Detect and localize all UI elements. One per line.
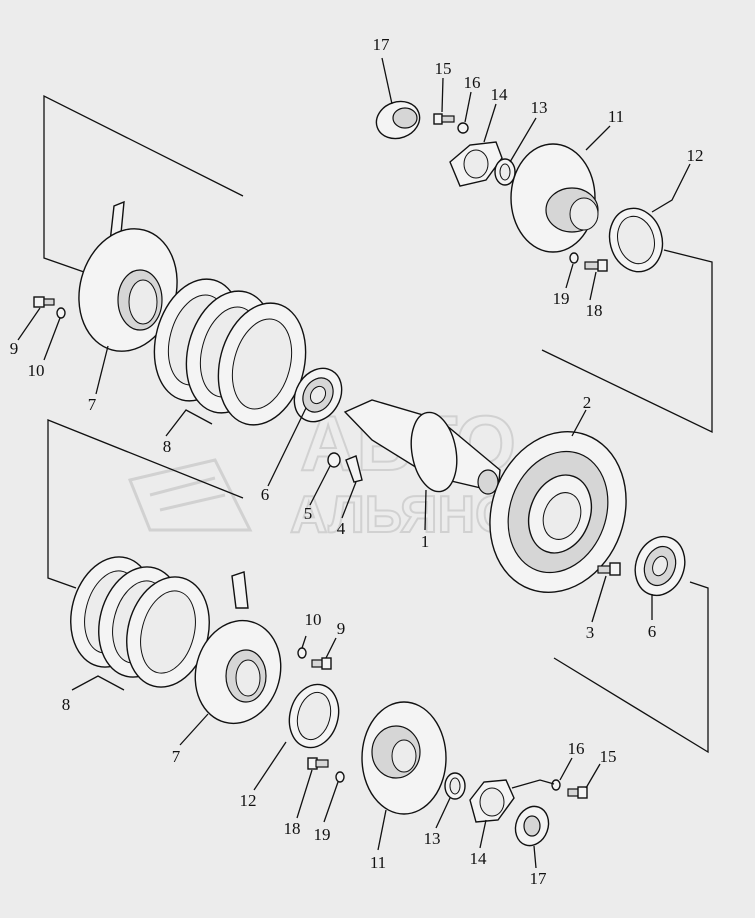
flange-hub-11-bottom (361, 701, 447, 815)
callout-19b: 19 (314, 825, 331, 844)
washer-10-left (56, 307, 66, 319)
gasket-14-bottom (469, 779, 515, 823)
bearing-cap-17-top (375, 100, 421, 140)
bearing-cap-17-bottom (514, 805, 550, 847)
callout-8b: 8 (62, 695, 71, 714)
callout-5: 5 (304, 504, 313, 523)
seal-ring-13-top (494, 158, 516, 186)
cage-7-bottom (194, 619, 282, 725)
callout-6: 6 (261, 485, 270, 504)
oil-seal-12-top (608, 207, 664, 273)
bolt-15-bottom (567, 786, 588, 799)
callout-16b: 16 (568, 739, 585, 758)
bearing-6-right (634, 535, 686, 597)
bolt-3 (597, 562, 621, 576)
callout-7b: 7 (172, 747, 181, 766)
seal-ring-13-bottom (444, 772, 466, 800)
bolt-9-bottom (311, 657, 332, 670)
washer-10-bottom (297, 647, 307, 659)
callout-16: 16 (464, 73, 481, 92)
callout-17b: 17 (530, 869, 548, 888)
flange-hub-11-top (510, 143, 599, 253)
assembly-bracket-lines (43, 94, 713, 754)
callout-1: 1 (421, 532, 430, 551)
washer-16-bottom (551, 779, 561, 791)
callout-7: 7 (88, 395, 97, 414)
bolt-15-top (433, 113, 455, 125)
callout-10b: 10 (305, 610, 322, 629)
callout-14b: 14 (470, 849, 488, 868)
callout-10: 10 (28, 361, 45, 380)
watermark-line2: АЛЬЯНС (290, 486, 513, 544)
callout-12: 12 (687, 146, 704, 165)
callout-15: 15 (435, 59, 452, 78)
callout-19: 19 (553, 289, 570, 308)
lock-plate-4 (345, 455, 363, 483)
callout-18b: 18 (284, 819, 301, 838)
watermark-logo (127, 458, 253, 532)
callout-2: 2 (583, 393, 592, 412)
bolt-18-top (584, 259, 608, 272)
shim-pack-8-bottom (70, 556, 210, 688)
callout-8: 8 (163, 437, 172, 456)
callout-3: 3 (586, 623, 595, 642)
callout-17: 17 (373, 35, 391, 54)
washer-19-bottom (335, 771, 345, 783)
pipe-fitting-bottom (231, 571, 249, 609)
oil-seal-12-bottom (288, 683, 340, 749)
callout-15b: 15 (600, 747, 617, 766)
callout-18: 18 (586, 301, 603, 320)
callout-labels: 17 15 16 14 13 11 12 19 18 9 10 7 8 6 5 … (10, 35, 704, 888)
bolt-18-bottom (307, 757, 329, 770)
callout-6b: 6 (648, 622, 657, 641)
bevel-gear-2 (489, 431, 627, 593)
nut-5 (327, 452, 341, 468)
callout-13b: 13 (424, 829, 441, 848)
callout-12b: 12 (240, 791, 257, 810)
callout-11b: 11 (370, 853, 386, 872)
shim-pack-8-top (153, 278, 307, 426)
callout-14: 14 (491, 85, 509, 104)
callout-11: 11 (608, 107, 624, 126)
leader-lines (17, 57, 691, 869)
callout-13: 13 (531, 98, 548, 117)
washer-19-top (569, 252, 579, 264)
callout-4: 4 (337, 519, 346, 538)
callout-9: 9 (10, 339, 19, 358)
cage-7-top (78, 228, 178, 352)
callout-9b: 9 (337, 619, 346, 638)
washer-16-top (457, 122, 469, 134)
pinion-shaft-1 (343, 399, 501, 495)
gasket-14-top (449, 141, 503, 187)
bolt-9-left (33, 296, 55, 308)
